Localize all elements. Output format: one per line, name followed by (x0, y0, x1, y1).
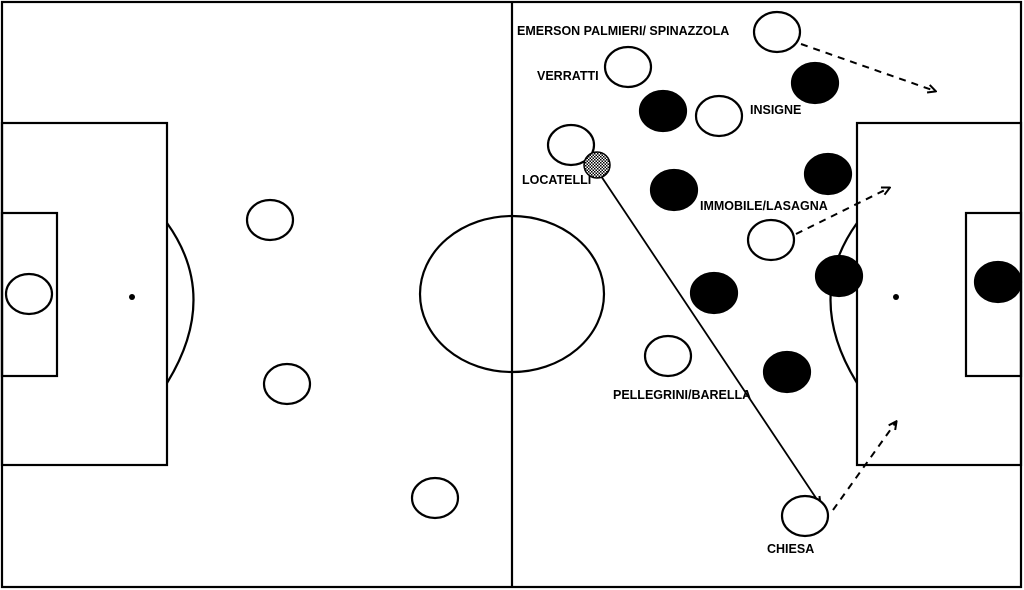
left-penalty-spot (129, 294, 135, 300)
label-verratti: VERRATTI (537, 69, 599, 83)
label-immobile-lasagna: IMMOBILE/LASAGNA (700, 199, 828, 213)
label-insigne: INSIGNE (750, 103, 801, 117)
white-player (245, 198, 295, 242)
black-player (649, 168, 699, 212)
white-player-emerson-spinazzola (752, 10, 802, 54)
white-player-insigne (694, 94, 744, 138)
run-arrow-wingback (800, 43, 935, 91)
run-arrow-striker (795, 188, 889, 235)
pass-arrow-locatelli-to-chiesa (596, 169, 820, 504)
white-team-players (4, 10, 830, 538)
black-player (790, 61, 840, 105)
black-player (814, 254, 864, 298)
left-penalty-arc (166, 222, 195, 384)
white-player (410, 476, 460, 520)
player-labels: EMERSON PALMIERI/ SPINAZZOLA VERRATTI IN… (517, 24, 828, 556)
label-pellegrini-barella: PELLEGRINI/BARELLA (613, 388, 751, 402)
ball-icon (583, 151, 611, 179)
white-player-immobile-lasagna (746, 218, 796, 262)
left-goal-area (0, 211, 59, 378)
right-penalty-spot (893, 294, 899, 300)
label-locatelli: LOCATELLI (522, 173, 591, 187)
white-player-chiesa (780, 494, 830, 538)
center-circle (418, 214, 606, 374)
run-arrow-chiesa (832, 422, 896, 511)
label-emerson-spinazzola: EMERSON PALMIERI/ SPINAZZOLA (517, 24, 729, 38)
black-player (803, 152, 853, 196)
white-player-pellegrini-barella (643, 334, 693, 378)
right-goal-area (964, 211, 1023, 378)
white-player (262, 362, 312, 406)
white-player-locatelli (546, 123, 596, 167)
black-player (638, 89, 688, 133)
white-player-verratti (603, 45, 653, 89)
right-penalty-arc (829, 222, 858, 384)
movement-arrows (596, 43, 935, 511)
black-player (689, 271, 739, 315)
black-player-goalkeeper (973, 260, 1023, 304)
label-chiesa: CHIESA (767, 542, 814, 556)
white-player-goalkeeper (4, 272, 54, 316)
black-team-players (638, 61, 1023, 394)
black-player (762, 350, 812, 394)
